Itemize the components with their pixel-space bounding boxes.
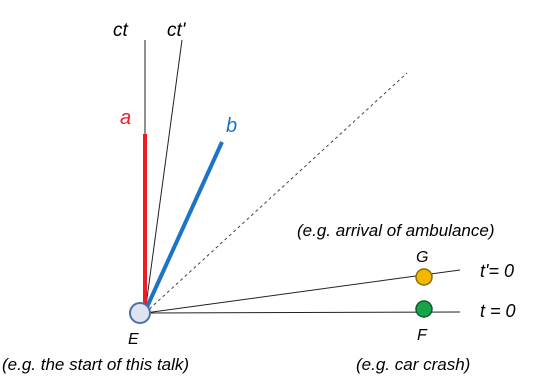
worldline-b-label: b xyxy=(226,115,237,137)
event-e-annotation: (e.g. the start of this talk) xyxy=(2,355,189,374)
event-e-marker xyxy=(129,302,151,324)
event-f-annotation: (e.g. car crash) xyxy=(356,355,470,374)
ct-axis-label: ct xyxy=(113,20,129,41)
ct-prime-axis xyxy=(144,39,183,314)
event-g-marker xyxy=(415,268,433,286)
event-e-label: E xyxy=(128,331,139,348)
t-prime-zero-label: t'= 0 xyxy=(480,261,514,281)
event-g-annotation: (e.g. arrival of ambulance) xyxy=(297,221,494,240)
t-zero-line xyxy=(144,311,461,314)
t-zero-label: t = 0 xyxy=(480,301,516,321)
t-prime-zero-line xyxy=(144,269,461,314)
worldline-b xyxy=(145,141,224,308)
ct-prime-axis-label: ct' xyxy=(167,20,187,41)
event-g-label: G xyxy=(416,249,428,266)
event-f-label: F xyxy=(417,327,428,344)
event-f-marker xyxy=(415,300,433,318)
light-line xyxy=(144,72,408,314)
worldline-a-label: a xyxy=(120,107,131,129)
